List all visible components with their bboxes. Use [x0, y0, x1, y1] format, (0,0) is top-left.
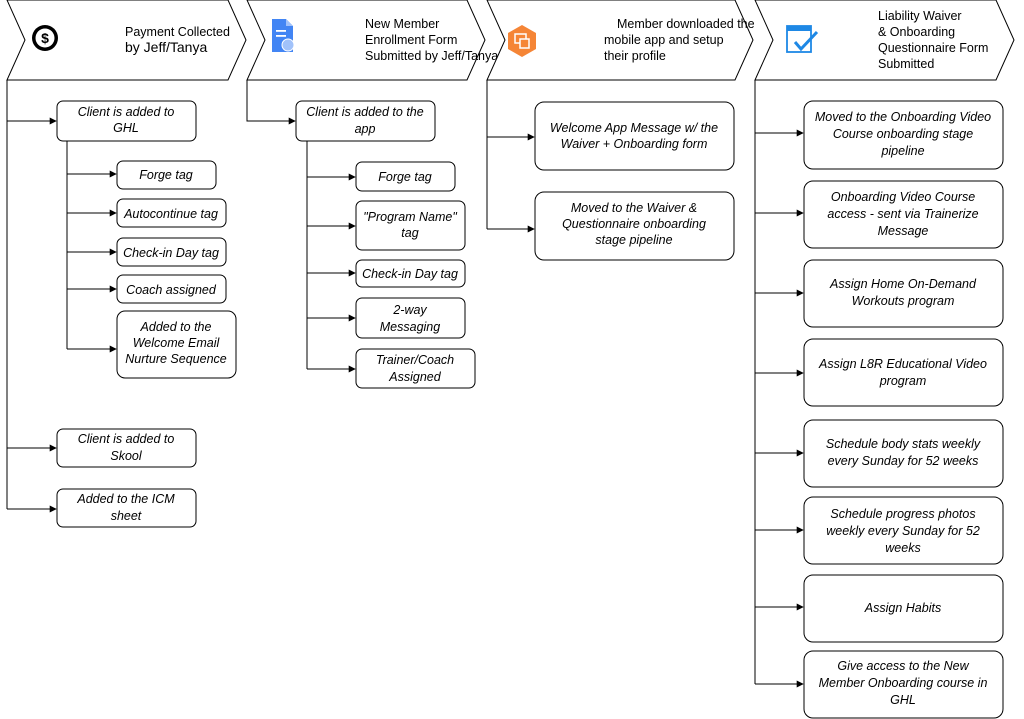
svg-text:$: $ — [41, 30, 49, 46]
svg-text:Assign Habits: Assign Habits — [864, 601, 941, 615]
col2-program-name-tag: "Program Name"tag — [355, 200, 466, 251]
svg-text:Moved to the Waiver &Questionn: Moved to the Waiver &Questionnaire onboa… — [562, 201, 706, 247]
svg-text:Check-in Day tag: Check-in Day tag — [123, 246, 219, 260]
step-header-waiver: Liability Waiver & Onboarding Questionna… — [754, 0, 1015, 81]
step-header-enrollment: New Member Enrollment Form Submitted by … — [246, 0, 498, 81]
col1-coach-assigned: Coach assigned — [116, 274, 227, 304]
step-title-enrollment: New Member Enrollment Form Submitted by … — [365, 17, 498, 63]
svg-text:Check-in Day tag: Check-in Day tag — [362, 267, 458, 281]
step-title-waiver: Liability Waiver & Onboarding Questionna… — [878, 9, 992, 71]
col1-autocontinue-tag: Autocontinue tag — [116, 198, 227, 228]
col4-assign-habits: Assign Habits — [803, 574, 1004, 643]
dollar-circle-icon: $ — [32, 25, 58, 51]
col2-forge-tag: Forge tag — [355, 161, 456, 192]
step-header-payment: $ Payment Collected by Jeff/Tanya — [6, 0, 247, 81]
connectors — [6, 80, 804, 688]
svg-text:Autocontinue tag: Autocontinue tag — [123, 207, 218, 221]
col2-checkin-day-tag: Check-in Day tag — [355, 259, 466, 288]
step-title-payment: Payment Collected by Jeff/Tanya — [125, 25, 233, 55]
svg-text:Forge tag: Forge tag — [378, 170, 432, 184]
svg-text:Forge tag: Forge tag — [139, 168, 193, 182]
google-forms-icon — [272, 19, 295, 52]
mobile-app-icon — [508, 25, 536, 57]
svg-text:"Program Name"tag: "Program Name"tag — [363, 210, 457, 240]
step-header-app-setup: Member downloaded the mobile app and set… — [486, 0, 758, 81]
col1-forge-tag: Forge tag — [116, 160, 217, 190]
form-checkmark-icon — [786, 25, 819, 53]
col1-checkin-day-tag: Check-in Day tag — [116, 237, 227, 267]
step-title-app-setup: Member downloaded the mobile app and set… — [604, 17, 758, 63]
col3-waiver-questionnaire-pipeline: Moved to the Waiver &Questionnaire onboa… — [534, 191, 735, 261]
svg-text:Coach assigned: Coach assigned — [126, 283, 217, 297]
